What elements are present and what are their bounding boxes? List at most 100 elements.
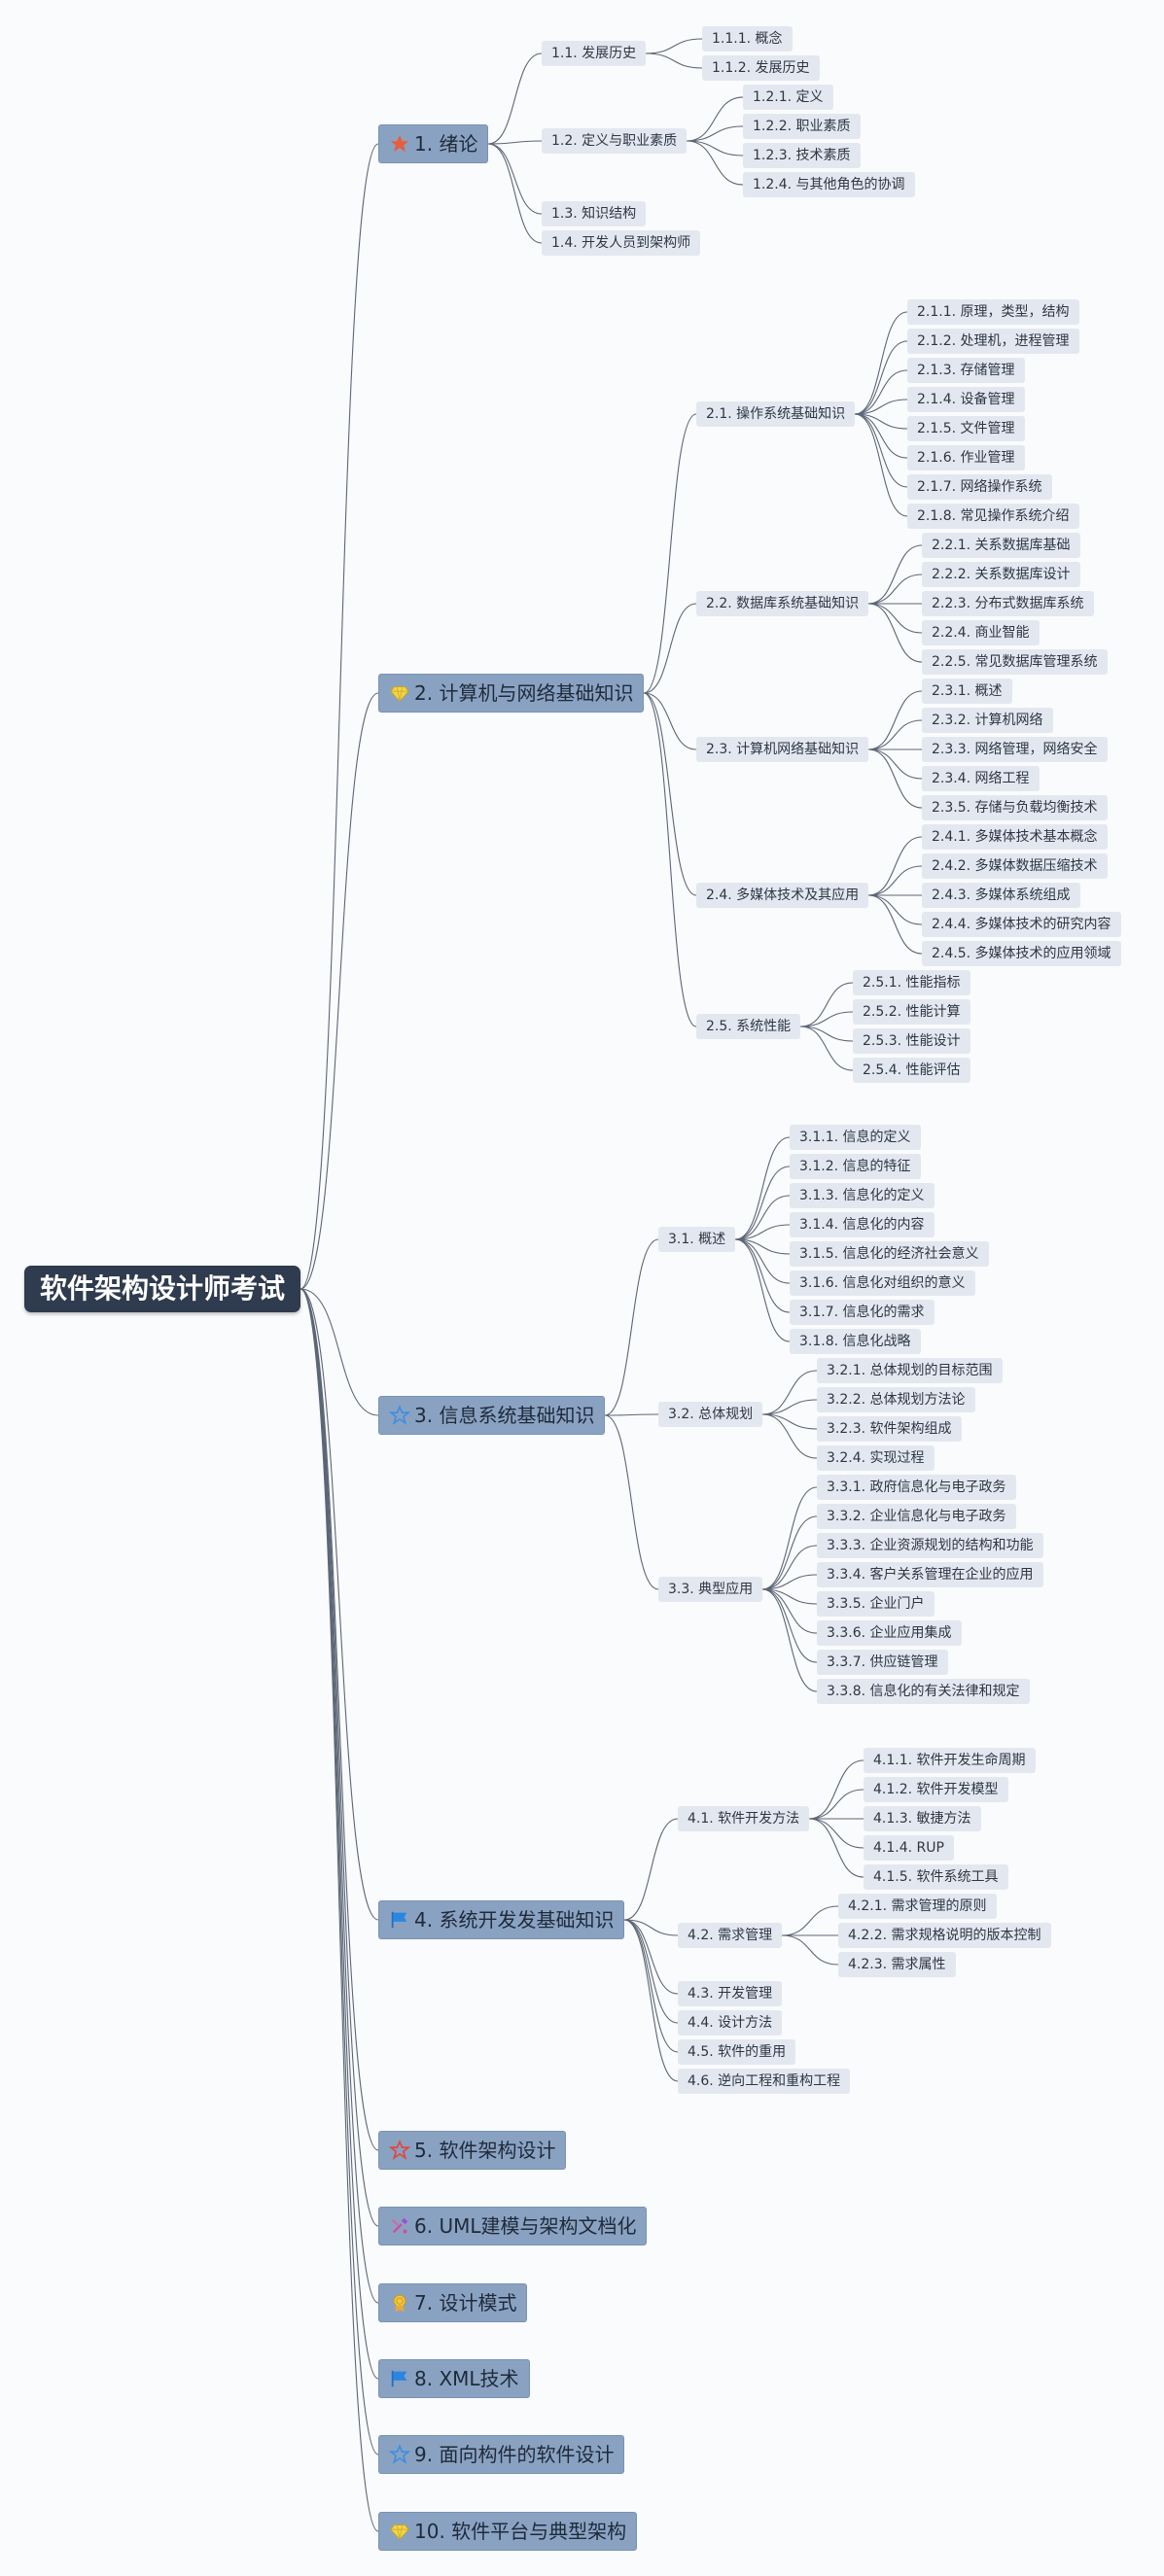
leaf-label: 2.2.3. 分布式数据库系统 <box>932 596 1084 611</box>
leaf-node-3-1-3[interactable]: 3.1.3. 信息化的定义 <box>790 1183 935 1208</box>
leaf-node-3-1-7[interactable]: 3.1.7. 信息化的需求 <box>790 1300 935 1325</box>
leaf-node-2-2-2[interactable]: 2.2.2. 关系数据库设计 <box>922 562 1080 587</box>
leaf-node-2-4-2[interactable]: 2.4.2. 多媒体数据压缩技术 <box>922 853 1108 879</box>
leaf-node-2-3-4[interactable]: 2.3.4. 网络工程 <box>922 766 1040 791</box>
leaf-node-2-3-5[interactable]: 2.3.5. 存储与负载均衡技术 <box>922 795 1108 820</box>
leaf-node-3-3-4[interactable]: 3.3.4. 客户关系管理在企业的应用 <box>817 1562 1043 1587</box>
leaf-node-2-1-1[interactable]: 2.1.1. 原理，类型，结构 <box>907 299 1079 325</box>
leaf-node-3-1-4[interactable]: 3.1.4. 信息化的内容 <box>790 1212 935 1237</box>
leaf-node-4-2-1[interactable]: 4.2.1. 需求管理的原则 <box>838 1894 997 1919</box>
topic-node-1-1[interactable]: 1.1. 发展历史 <box>542 41 647 66</box>
leaf-node-2-4-4[interactable]: 2.4.4. 多媒体技术的研究内容 <box>922 912 1121 937</box>
topic-node-2-2[interactable]: 2.2. 数据库系统基础知识 <box>696 591 869 616</box>
leaf-label: 3.2.1. 总体规划的目标范围 <box>827 1363 993 1378</box>
branch-node-4[interactable]: 4. 系统开发发基础知识 <box>378 1900 625 1939</box>
leaf-node-4-2-3[interactable]: 4.2.3. 需求属性 <box>838 1952 956 1977</box>
leaf-node-3-1-6[interactable]: 3.1.6. 信息化对组织的意义 <box>790 1271 975 1296</box>
leaf-node-3-3-5[interactable]: 3.3.5. 企业门户 <box>817 1591 935 1617</box>
root-node[interactable]: 软件架构设计师考试 <box>24 1266 301 1312</box>
leaf-node-3-3-8[interactable]: 3.3.8. 信息化的有关法律和规定 <box>817 1679 1030 1704</box>
branch-node-10[interactable]: 10. 软件平台与典型架构 <box>378 2512 638 2551</box>
leaf-node-2-5-1[interactable]: 2.5.1. 性能指标 <box>853 970 970 995</box>
leaf-node-3-1-2[interactable]: 3.1.2. 信息的特征 <box>790 1154 921 1179</box>
leaf-node-2-1-7[interactable]: 2.1.7. 网络操作系统 <box>907 474 1052 500</box>
connector-line <box>761 1574 818 1590</box>
leaf-node-1-2-1[interactable]: 1.2.1. 定义 <box>743 85 833 110</box>
topic-node-2-4[interactable]: 2.4. 多媒体技术及其应用 <box>696 883 869 908</box>
leaf-label: 2.2.2. 关系数据库设计 <box>932 567 1071 582</box>
leaf-node-3-3-6[interactable]: 3.3.6. 企业应用集成 <box>817 1620 962 1646</box>
leaf-node-2-1-5[interactable]: 2.1.5. 文件管理 <box>907 416 1025 441</box>
leaf-node-1-2-2[interactable]: 1.2.2. 职业素质 <box>743 114 861 139</box>
topic-node-4-5[interactable]: 4.5. 软件的重用 <box>678 2039 796 2065</box>
leaf-node-2-1-8[interactable]: 2.1.8. 常见操作系统介绍 <box>907 504 1079 529</box>
leaf-node-2-1-2[interactable]: 2.1.2. 处理机，进程管理 <box>907 329 1079 354</box>
branch-node-5[interactable]: 5. 软件架构设计 <box>378 2131 567 2170</box>
leaf-node-1-2-4[interactable]: 1.2.4. 与其他角色的协调 <box>743 172 915 197</box>
topic-node-3-1[interactable]: 3.1. 概述 <box>658 1227 736 1252</box>
topic-node-2-5[interactable]: 2.5. 系统性能 <box>696 1014 801 1039</box>
leaf-node-4-1-2[interactable]: 4.1.2. 软件开发模型 <box>864 1777 1008 1802</box>
topic-node-4-3[interactable]: 4.3. 开发管理 <box>678 1981 783 2006</box>
branch-node-6[interactable]: 6. UML建模与架构文档化 <box>378 2207 648 2245</box>
branch-node-9[interactable]: 9. 面向构件的软件设计 <box>378 2435 625 2474</box>
leaf-node-4-1-1[interactable]: 4.1.1. 软件开发生命周期 <box>864 1748 1036 1773</box>
leaf-node-4-1-3[interactable]: 4.1.3. 敏捷方法 <box>864 1806 981 1831</box>
leaf-node-2-5-2[interactable]: 2.5.2. 性能计算 <box>853 999 970 1025</box>
topic-node-3-3[interactable]: 3.3. 典型应用 <box>658 1577 763 1602</box>
topic-node-2-3[interactable]: 2.3. 计算机网络基础知识 <box>696 737 869 762</box>
leaf-node-2-3-3[interactable]: 2.3.3. 网络管理，网络安全 <box>922 737 1108 762</box>
leaf-node-3-3-1[interactable]: 3.3.1. 政府信息化与电子政务 <box>817 1475 1016 1500</box>
leaf-node-2-1-6[interactable]: 2.1.6. 作业管理 <box>907 445 1025 470</box>
leaf-node-2-4-3[interactable]: 2.4.3. 多媒体系统组成 <box>922 883 1080 908</box>
leaf-node-3-2-1[interactable]: 3.2.1. 总体规划的目标范围 <box>817 1358 1003 1383</box>
topic-node-2-1[interactable]: 2.1. 操作系统基础知识 <box>696 401 856 427</box>
leaf-node-3-3-7[interactable]: 3.3.7. 供应链管理 <box>817 1650 948 1675</box>
leaf-node-3-1-5[interactable]: 3.1.5. 信息化的经济社会意义 <box>790 1241 989 1267</box>
leaf-node-1-2-3[interactable]: 1.2.3. 技术素质 <box>743 143 861 168</box>
leaf-node-4-1-5[interactable]: 4.1.5. 软件系统工具 <box>864 1864 1008 1890</box>
leaf-node-2-2-3[interactable]: 2.2.3. 分布式数据库系统 <box>922 591 1094 616</box>
leaf-node-1-1-1[interactable]: 1.1.1. 概念 <box>702 26 793 52</box>
leaf-node-2-3-2[interactable]: 2.3.2. 计算机网络 <box>922 708 1053 733</box>
leaf-node-3-3-3[interactable]: 3.3.3. 企业资源规划的结构和功能 <box>817 1533 1043 1558</box>
topic-label: 2.5. 系统性能 <box>706 1019 792 1034</box>
leaf-node-2-4-1[interactable]: 2.4.1. 多媒体技术基本概念 <box>922 824 1108 850</box>
leaf-node-2-2-5[interactable]: 2.2.5. 常见数据库管理系统 <box>922 649 1108 675</box>
leaf-label: 1.1.2. 发展历史 <box>712 60 810 76</box>
leaf-node-2-1-3[interactable]: 2.1.3. 存储管理 <box>907 358 1025 383</box>
connector-line <box>808 1818 864 1849</box>
leaf-node-2-2-4[interactable]: 2.2.4. 商业智能 <box>922 620 1040 645</box>
topic-node-1-3[interactable]: 1.3. 知识结构 <box>542 201 647 226</box>
leaf-node-2-4-5[interactable]: 2.4.5. 多媒体技术的应用领域 <box>922 941 1121 966</box>
topic-node-4-6[interactable]: 4.6. 逆向工程和重构工程 <box>678 2069 851 2094</box>
branch-node-7[interactable]: 7. 设计模式 <box>378 2283 528 2322</box>
leaf-node-3-2-3[interactable]: 3.2.3. 软件架构组成 <box>817 1416 962 1442</box>
leaf-node-2-5-3[interactable]: 2.5.3. 性能设计 <box>853 1028 970 1054</box>
leaf-node-4-2-2[interactable]: 4.2.2. 需求规格说明的版本控制 <box>838 1923 1051 1948</box>
topic-node-4-4[interactable]: 4.4. 设计方法 <box>678 2010 783 2036</box>
leaf-node-2-1-4[interactable]: 2.1.4. 设备管理 <box>907 387 1025 412</box>
leaf-node-3-2-4[interactable]: 3.2.4. 实现过程 <box>817 1445 935 1471</box>
leaf-node-4-1-4[interactable]: 4.1.4. RUP <box>864 1835 954 1861</box>
leaf-node-1-1-2[interactable]: 1.1.2. 发展历史 <box>702 55 820 81</box>
topic-node-3-2[interactable]: 3.2. 总体规划 <box>658 1402 763 1427</box>
branch-node-8[interactable]: 8. XML技术 <box>378 2359 530 2398</box>
leaf-node-2-2-1[interactable]: 2.2.1. 关系数据库基础 <box>922 533 1080 558</box>
leaf-node-3-1-8[interactable]: 3.1.8. 信息化战略 <box>790 1329 921 1354</box>
topic-node-4-1[interactable]: 4.1. 软件开发方法 <box>678 1806 810 1831</box>
leaf-node-3-2-2[interactable]: 3.2.2. 总体规划方法论 <box>817 1387 975 1412</box>
leaf-node-3-3-2[interactable]: 3.3.2. 企业信息化与电子政务 <box>817 1504 1016 1529</box>
connector-line <box>854 413 908 459</box>
leaf-node-3-1-1[interactable]: 3.1.1. 信息的定义 <box>790 1125 921 1150</box>
leaf-node-2-5-4[interactable]: 2.5.4. 性能评估 <box>853 1058 970 1083</box>
branch-node-2[interactable]: 2. 计算机与网络基础知识 <box>378 674 645 713</box>
branch-node-1[interactable]: 1. 绪论 <box>378 124 489 163</box>
topic-node-4-2[interactable]: 4.2. 需求管理 <box>678 1923 783 1948</box>
leaf-node-2-3-1[interactable]: 2.3.1. 概述 <box>922 679 1012 704</box>
topic-node-1-4[interactable]: 1.4. 开发人员到架构师 <box>542 230 701 256</box>
leaf-label: 2.1.8. 常见操作系统介绍 <box>917 508 1070 524</box>
branch-node-3[interactable]: 3. 信息系统基础知识 <box>378 1396 606 1435</box>
connector-line <box>867 603 923 663</box>
topic-node-1-2[interactable]: 1.2. 定义与职业素质 <box>542 128 688 154</box>
